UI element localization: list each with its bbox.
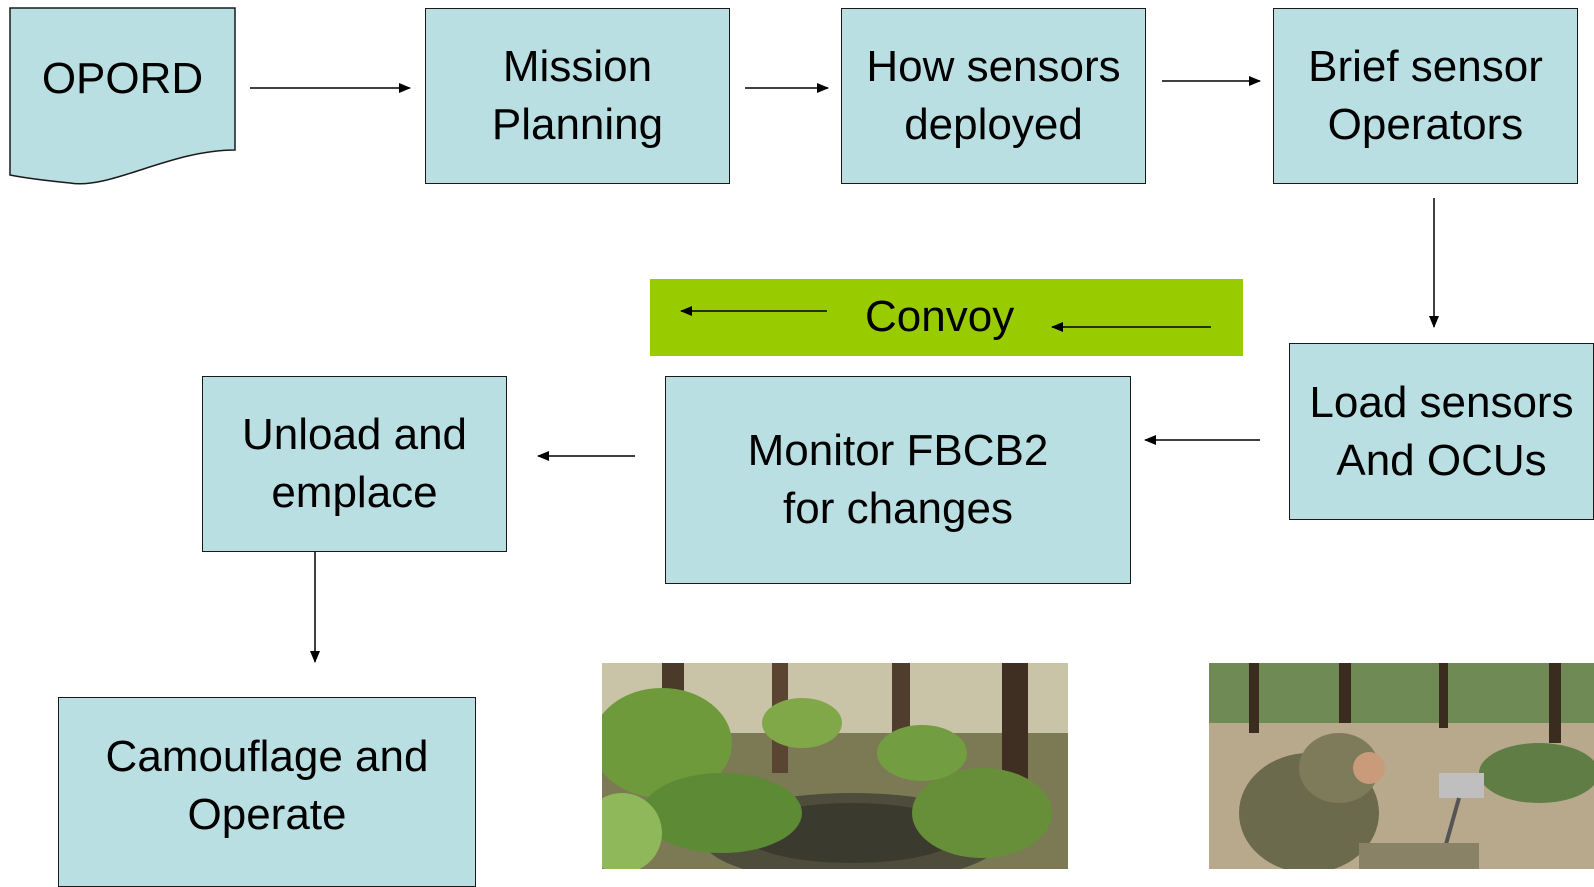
- soldier-emplacing-sensor-photo: [1209, 663, 1594, 869]
- step-brief-sensor-operators: Brief sensor Operators: [1273, 8, 1578, 184]
- step-opord: OPORD: [41, 54, 204, 103]
- camouflaged-sensor-photo: [602, 663, 1068, 869]
- connector-layer: [9, 7, 1439, 663]
- step-monitor-fbcb2: Monitor FBCB2 for changes: [665, 376, 1131, 584]
- step-how-sensors-deployed: How sensors deployed: [841, 8, 1146, 184]
- step-unload-emplace: Unload and emplace: [202, 376, 507, 552]
- convoy-label: Convoy: [865, 292, 1015, 341]
- step-camouflage-operate: Camouflage and Operate: [58, 697, 476, 887]
- opord-document-shape: [9, 7, 236, 185]
- convoy-banner: [650, 279, 1243, 356]
- step-mission-planning: Mission Planning: [425, 8, 730, 184]
- step-load-sensors: Load sensors And OCUs: [1289, 343, 1594, 520]
